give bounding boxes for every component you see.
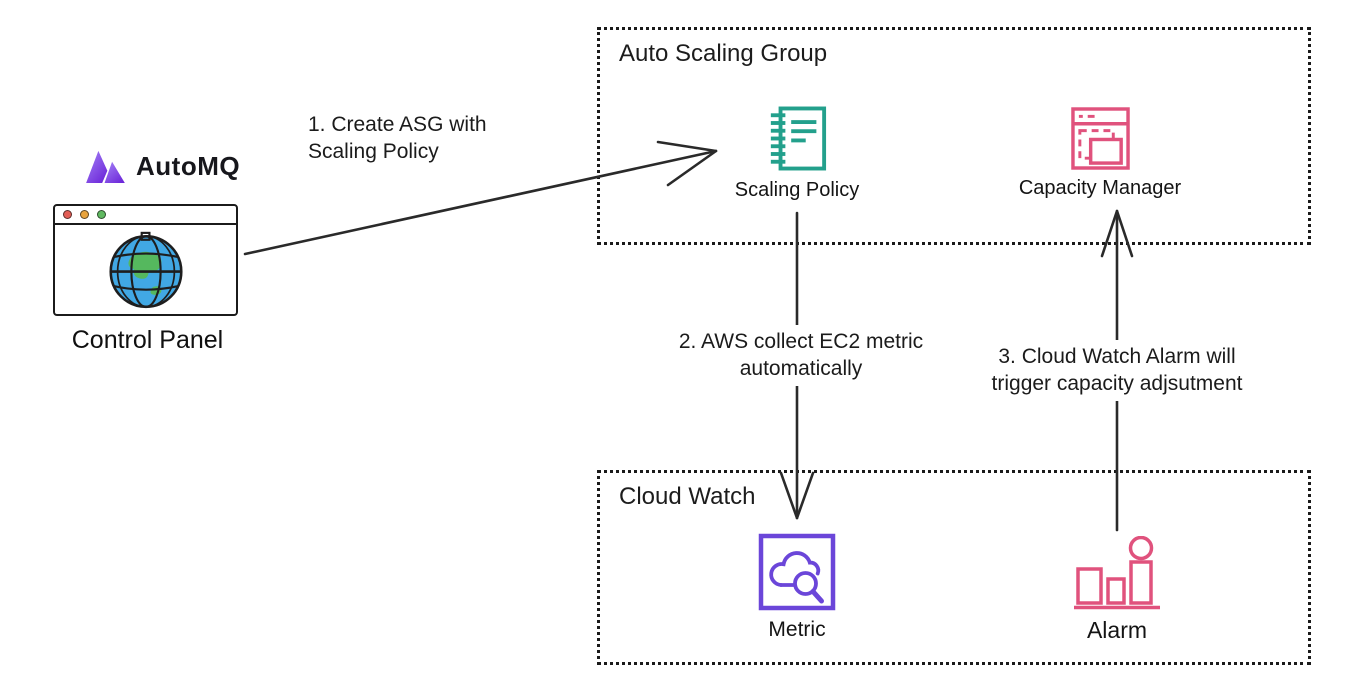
control-panel-window [53, 204, 238, 316]
window-minimize-dot [80, 210, 89, 219]
capacity-manager-node: Capacity Manager [1019, 107, 1181, 200]
metric-label: Metric [768, 618, 826, 641]
notebook-list-icon [770, 106, 827, 171]
window-resize-icon [1070, 107, 1130, 170]
scaling-policy-node: Scaling Policy [734, 105, 860, 202]
window-maximize-dot [97, 210, 106, 219]
scaling-policy-label: Scaling Policy [734, 179, 860, 201]
control-panel-label: Control Panel [71, 326, 224, 354]
window-titlebar [55, 206, 236, 225]
capacity-manager-label: Capacity Manager [1018, 177, 1182, 199]
step2-label: 2. AWS collect EC2 metric automatically [640, 325, 962, 386]
globe-icon [55, 225, 236, 313]
step3-label: 3. Cloud Watch Alarm will trigger capaci… [955, 340, 1279, 401]
alarm-label: Alarm [1086, 617, 1148, 643]
alarm-node: Alarm [1057, 536, 1177, 644]
asg-box-title: Auto Scaling Group [619, 40, 828, 67]
automq-logo: AutoMQ [84, 149, 240, 183]
cloud-watch-box: Cloud Watch [597, 470, 1311, 665]
cloud-watch-box-title: Cloud Watch [619, 483, 756, 510]
alarm-chart-icon [1074, 536, 1160, 610]
window-close-dot [63, 210, 72, 219]
metric-node: Metric [737, 533, 857, 642]
auto-scaling-group-box: Auto Scaling Group [597, 27, 1311, 245]
cloud-search-icon [758, 533, 836, 611]
automq-m-icon [86, 150, 125, 183]
brand-name: AutoMQ [136, 150, 241, 181]
step1-label: 1. Create ASG with Scaling Policy [308, 113, 487, 164]
